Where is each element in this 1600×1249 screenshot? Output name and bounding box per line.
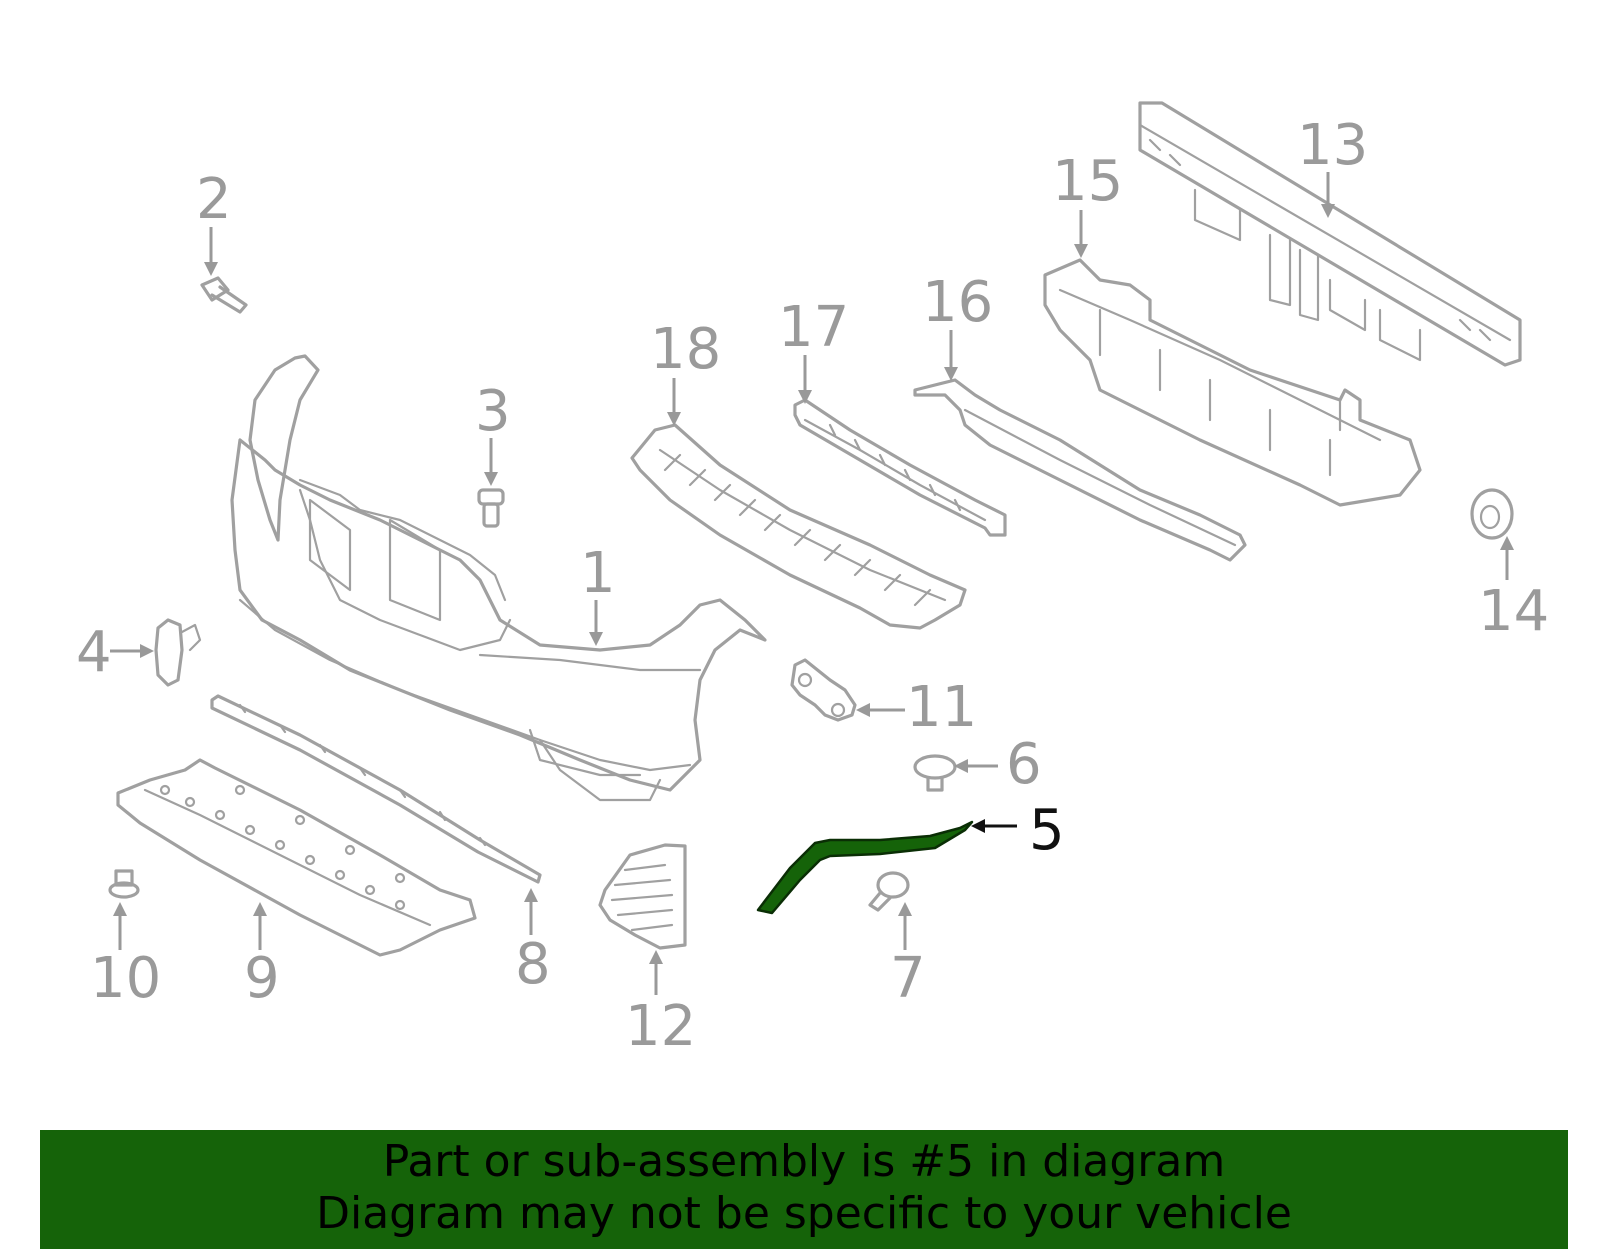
part-3-clip — [477, 488, 505, 528]
callout-2: 2 — [196, 167, 232, 232]
callout-16: 16 — [922, 270, 993, 335]
callout-10: 10 — [90, 946, 161, 1011]
part-11-bracket — [790, 658, 857, 722]
callout-14: 14 — [1478, 579, 1549, 644]
part-15-absorber — [1043, 258, 1422, 507]
part-17-bracket — [793, 398, 1007, 537]
part-7-push-clip — [868, 871, 910, 912]
part-18-grille-panel — [630, 423, 967, 630]
callout-18: 18 — [650, 317, 721, 382]
banner-line-1: Part or sub-assembly is #5 in diagram — [382, 1136, 1226, 1187]
part-6-push-clip — [913, 754, 957, 792]
part-12-fog-grille — [598, 843, 687, 950]
part-9-under-cover — [116, 758, 477, 957]
callout-5-highlighted: 5 — [1029, 798, 1065, 863]
callout-11: 11 — [906, 675, 977, 740]
leader-arrows — [110, 172, 1514, 995]
callout-7: 7 — [890, 946, 926, 1011]
part-13-reinforcement-bar — [1138, 101, 1522, 367]
callout-9: 9 — [244, 946, 280, 1011]
part-4-cover-cap — [154, 618, 202, 687]
callout-1: 1 — [580, 541, 616, 606]
callout-13: 13 — [1297, 113, 1368, 178]
callout-4: 4 — [76, 620, 112, 685]
callout-15: 15 — [1052, 149, 1123, 214]
banner-line-2: Diagram may not be specific to your vehi… — [316, 1188, 1292, 1239]
part-8-molding-strip — [210, 694, 542, 884]
part-14-nut — [1470, 488, 1514, 540]
callout-6: 6 — [1006, 732, 1042, 797]
part-1-bumper-cover — [230, 354, 767, 802]
part-16-bracket — [913, 378, 1247, 562]
part-2-bolt — [200, 276, 248, 314]
callout-labels: 2 3 18 17 16 15 13 1 14 4 11 6 5 7 8 9 1… — [76, 113, 1549, 1059]
info-banner: Part or sub-assembly is #5 in diagram Di… — [40, 1130, 1568, 1249]
part-10-clip — [108, 869, 140, 899]
part-5-molding-highlighted — [756, 820, 974, 915]
callout-8: 8 — [515, 932, 551, 997]
callout-17: 17 — [778, 295, 849, 360]
callout-3: 3 — [475, 379, 511, 444]
callout-12: 12 — [625, 994, 696, 1059]
